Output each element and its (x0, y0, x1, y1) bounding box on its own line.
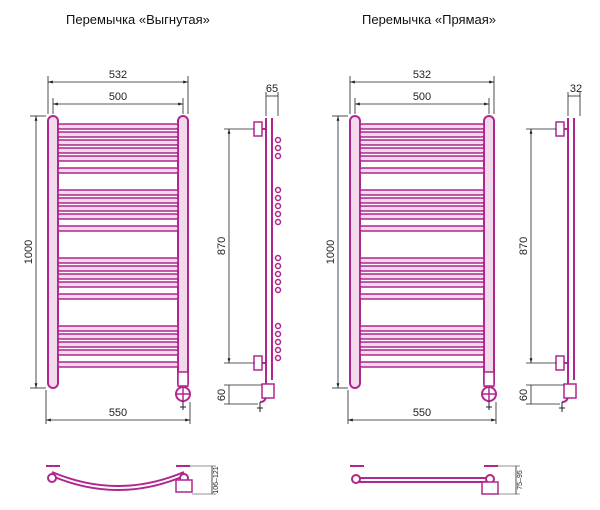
rung (359, 189, 485, 196)
rung-end (274, 186, 282, 194)
rung (57, 293, 179, 300)
rung-end (274, 270, 282, 278)
rung-ends (274, 136, 282, 362)
rung (359, 139, 485, 146)
rung (359, 197, 485, 204)
top-view-curved: 106–121 (46, 465, 220, 495)
rung (57, 167, 179, 174)
rung-end (274, 338, 282, 346)
dim-bow-straight: 75–95 (517, 470, 524, 490)
dim-width-inner: 500 (109, 91, 127, 103)
rung (359, 293, 485, 300)
rung-end (274, 144, 282, 152)
side-view-straight: 32 870 60 (518, 83, 582, 412)
rung (359, 325, 485, 332)
top-view-straight: 75–95 (350, 465, 524, 495)
rung (57, 213, 179, 220)
dim-bow-curved: 106–121 (213, 466, 220, 493)
dim-outlet: 60 (518, 389, 530, 401)
rung-group (359, 123, 485, 368)
wall-bracket-icon (555, 355, 565, 371)
rung (359, 273, 485, 280)
left-riser (349, 115, 361, 389)
rung (57, 341, 179, 348)
rung (359, 131, 485, 138)
rung (359, 123, 485, 130)
rung-end (274, 322, 282, 330)
valve-icon (175, 371, 191, 410)
rung (359, 265, 485, 272)
side-view-curved: 65 870 60 (216, 83, 282, 412)
rung (57, 189, 179, 196)
rung (359, 281, 485, 288)
rung (57, 273, 179, 280)
rung (57, 325, 179, 332)
rung (359, 205, 485, 212)
dim-height: 1000 (23, 240, 35, 264)
rung (57, 265, 179, 272)
title-curved-jumper: Перемычка «Выгнутая» (66, 12, 210, 27)
rung (57, 349, 179, 356)
rung (57, 139, 179, 146)
rung-end (274, 218, 282, 226)
valve-icon (481, 371, 497, 410)
dim-width-inner: 500 (413, 91, 431, 103)
dim-height: 1000 (325, 240, 337, 264)
rung (57, 155, 179, 162)
rung-end (274, 354, 282, 362)
dim-axis-distance: 870 (216, 237, 228, 255)
rung (57, 147, 179, 154)
front-view-straight: 532 500 1000 550 (325, 69, 497, 424)
dim-depth-curved: 65 (266, 83, 278, 95)
rung (57, 225, 179, 232)
rung-end (274, 202, 282, 210)
rung (359, 257, 485, 264)
rung-end (274, 278, 282, 286)
dim-width-outer: 532 (413, 69, 431, 81)
rung (359, 341, 485, 348)
wall-bracket-icon (253, 121, 263, 137)
rung (57, 257, 179, 264)
rung-group (57, 123, 179, 368)
front-view-curved: 532 500 1000 550 (23, 69, 191, 424)
rung (57, 197, 179, 204)
rung (57, 281, 179, 288)
rung (57, 205, 179, 212)
dim-width-outer: 532 (109, 69, 127, 81)
rung (359, 155, 485, 162)
rung-end (274, 330, 282, 338)
rung (57, 361, 179, 368)
rung-end (274, 254, 282, 262)
rung (57, 123, 179, 130)
rung (359, 147, 485, 154)
dim-axis-distance: 870 (518, 237, 530, 255)
rung-end (274, 262, 282, 270)
rung (359, 213, 485, 220)
rung (359, 349, 485, 356)
right-riser (483, 115, 495, 389)
rung (57, 333, 179, 340)
rung (359, 167, 485, 174)
rung-end (274, 286, 282, 294)
rung-end (274, 136, 282, 144)
rung-end (274, 346, 282, 354)
right-riser (177, 115, 189, 389)
dim-bottom-width: 550 (109, 407, 127, 419)
wall-bracket-icon (253, 355, 263, 371)
dim-outlet: 60 (216, 389, 228, 401)
rung-end (274, 210, 282, 218)
dim-bottom-width: 550 (413, 407, 431, 419)
rung (359, 225, 485, 232)
rung (359, 333, 485, 340)
left-riser (47, 115, 59, 389)
rung-end (274, 152, 282, 160)
rung-end (274, 194, 282, 202)
rung (359, 361, 485, 368)
rung (57, 131, 179, 138)
title-straight-jumper: Перемычка «Прямая» (362, 12, 497, 27)
wall-bracket-icon (555, 121, 565, 137)
dim-depth-straight: 32 (570, 83, 582, 95)
